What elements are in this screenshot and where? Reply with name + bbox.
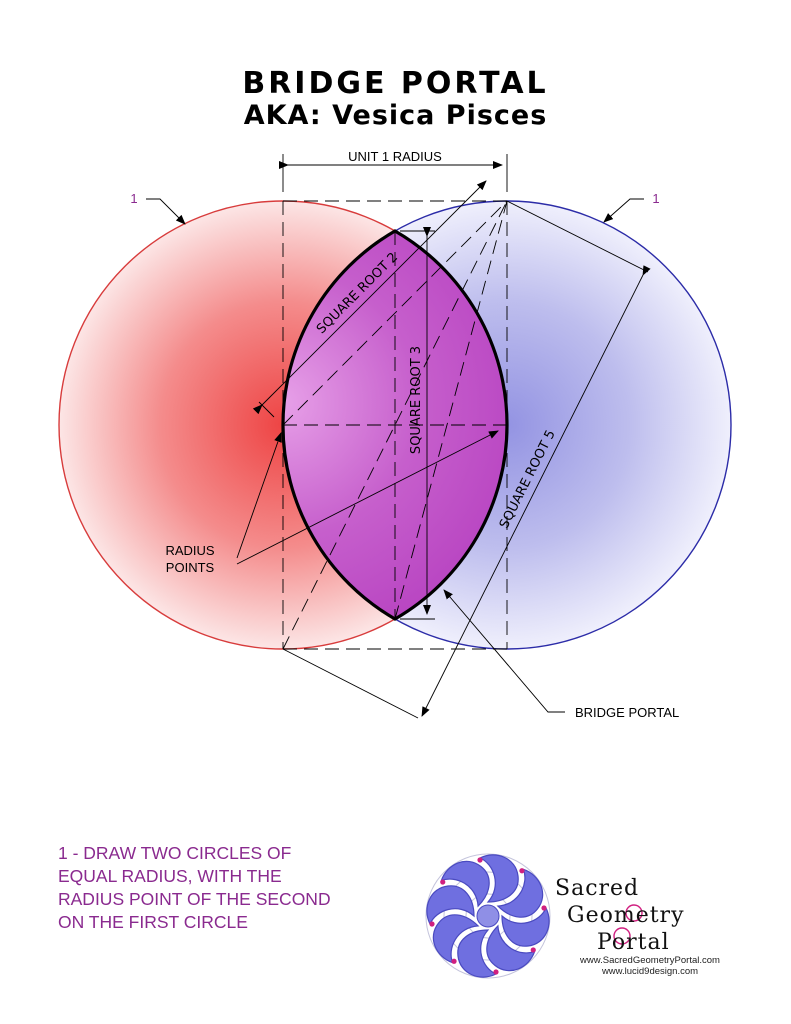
circle-left-marker: 1	[130, 191, 137, 206]
bridge-portal-label: BRIDGE PORTAL	[575, 705, 679, 720]
circle-right-marker: 1	[652, 191, 659, 206]
radius-points-label-line1: RADIUS	[165, 543, 214, 558]
sacred-geometry-logo	[425, 853, 551, 979]
instruction-line: RADIUS POINT OF THE SECOND	[58, 889, 331, 909]
brand-url-2[interactable]: www.lucid9design.com	[601, 966, 699, 977]
brand-line-3: Portal	[597, 930, 670, 955]
page-title: BRIDGE PORTAL	[242, 66, 549, 101]
instruction-line: EQUAL RADIUS, WITH THE	[58, 866, 282, 886]
brand-urls: www.SacredGeometryPortal.com www.lucid9d…	[560, 955, 740, 977]
brand-line-2: Geometry	[567, 903, 685, 928]
instruction-line: ON THE FIRST CIRCLE	[58, 912, 248, 932]
square-root-3-label: SQUARE ROOT 3	[409, 346, 424, 454]
radius-points-label-line2: POINTS	[166, 560, 215, 575]
square-root-5-dimension	[282, 200, 651, 719]
square-root-2-dimension	[252, 180, 487, 418]
unit-radius-label: UNIT 1 RADIUS	[348, 149, 442, 164]
instructions: 1 - DRAW TWO CIRCLES OF EQUAL RADIUS, WI…	[58, 842, 388, 934]
page-subtitle: AKA: Vesica Pisces	[243, 100, 548, 131]
brand-line-1: Sacred	[555, 876, 640, 901]
brand-accent-circles	[613, 904, 643, 945]
instruction-line: 1 - DRAW TWO CIRCLES OF	[58, 843, 292, 863]
brand-url-1[interactable]: www.SacredGeometryPortal.com	[580, 955, 720, 966]
leader-lines	[146, 198, 644, 713]
